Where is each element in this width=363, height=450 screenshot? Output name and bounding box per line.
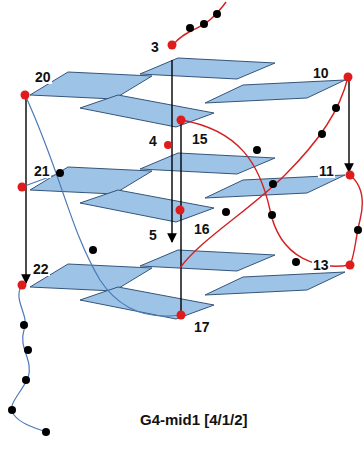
figure-caption: G4-mid1 [4/1/2] (140, 412, 248, 429)
g-tetrad-plates (30, 58, 345, 319)
callout-number: 16 (193, 222, 211, 236)
callout-number: 21 (33, 164, 51, 178)
callout-number: 17 (193, 320, 211, 334)
callout-number: 5 (148, 228, 158, 242)
callout-number: 11 (318, 164, 335, 178)
strand-verticals (26, 60, 349, 313)
loop-dots (8, 10, 362, 436)
callout-number: 13 (312, 258, 330, 272)
guanine-dots (18, 41, 355, 320)
callout-number: 3 (150, 40, 160, 54)
callout-number: 4 (148, 134, 158, 148)
callout-number: 10 (312, 66, 330, 80)
blue-strand (12, 95, 181, 432)
callout-number: 15 (191, 132, 209, 146)
red-loops (174, 2, 362, 268)
callout-number: 22 (32, 262, 50, 276)
callout-number: 20 (34, 70, 52, 84)
